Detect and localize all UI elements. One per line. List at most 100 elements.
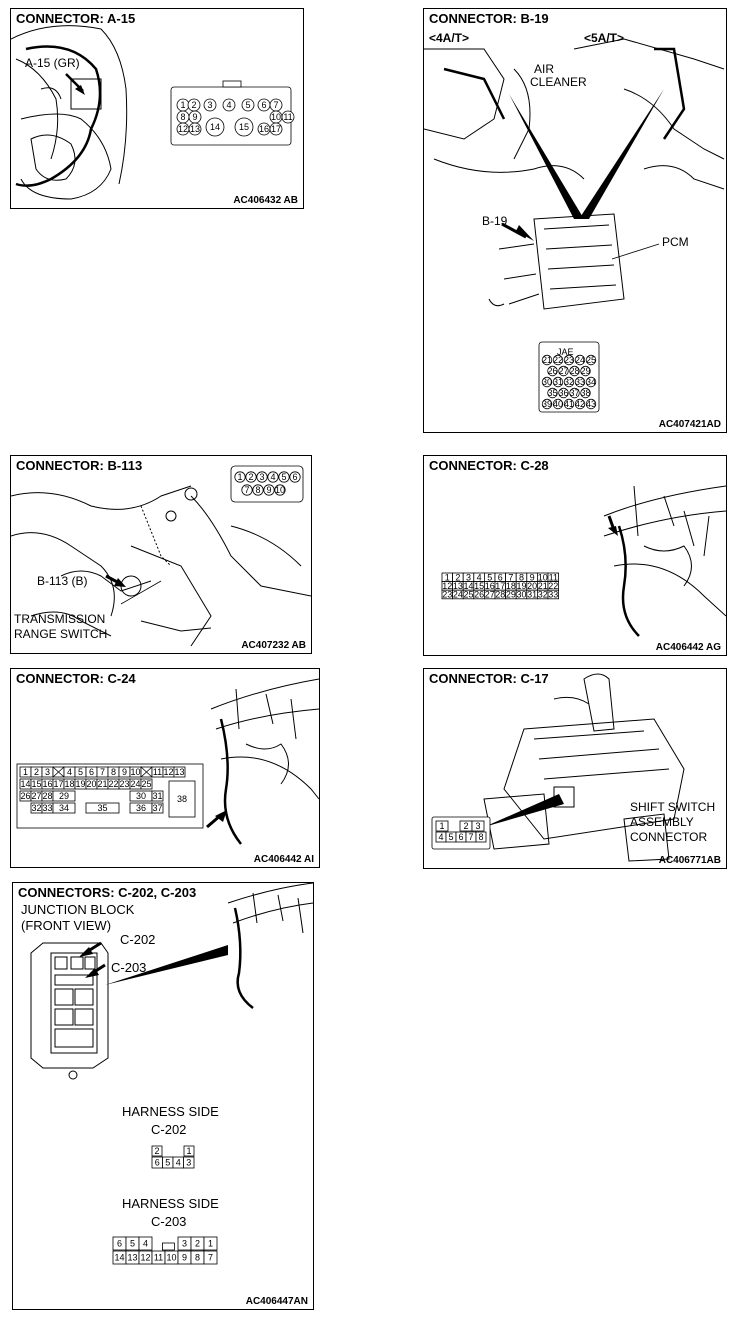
svg-text:14: 14: [463, 581, 473, 591]
svg-text:27: 27: [485, 590, 495, 600]
c24-pin-22: 22: [107, 778, 120, 790]
c28-pin-33: 33: [547, 590, 560, 600]
c28-pin-31: 31: [526, 590, 538, 600]
c17-pin-3: 3: [471, 820, 485, 832]
c28-pin-23: 23: [441, 590, 454, 600]
svg-text:4: 4: [226, 100, 231, 110]
b19-pin-27: 27: [558, 365, 569, 377]
svg-text:32: 32: [538, 590, 548, 600]
a15-pin-16: 16: [257, 122, 271, 136]
c24-pin-38: 38: [168, 780, 196, 818]
b19-pin-40: 40: [552, 398, 564, 410]
c202-subtitle2: (FRONT VIEW): [21, 918, 112, 933]
c28-pin-32: 32: [537, 590, 549, 600]
svg-text:12: 12: [140, 1253, 150, 1263]
c24-pin-6: 6: [85, 766, 98, 778]
c17-pin-8: 8: [475, 831, 487, 843]
c24-pin-12: 12: [162, 766, 175, 778]
svg-text:6: 6: [498, 572, 503, 582]
c24-pin-14: 14: [19, 778, 32, 790]
c24-pin-33: 33: [41, 802, 54, 814]
svg-text:5: 5: [281, 472, 286, 482]
svg-text:3: 3: [259, 472, 264, 482]
svg-text:39: 39: [542, 399, 552, 409]
svg-text:6: 6: [458, 832, 463, 842]
svg-text:2: 2: [154, 1146, 159, 1156]
c202-pin-3: 3: [183, 1156, 195, 1169]
c202-pin-4: 4: [172, 1156, 184, 1169]
svg-text:11: 11: [154, 1253, 163, 1263]
a15-pin-10: 10: [269, 110, 283, 124]
c24-pin-5: 5: [74, 766, 87, 778]
a15-pin-11: 11: [281, 110, 295, 124]
svg-text:11: 11: [283, 112, 292, 122]
a15-pin-6: 6: [257, 98, 271, 112]
svg-text:22: 22: [108, 779, 118, 789]
svg-text:9: 9: [192, 112, 197, 122]
svg-text:13: 13: [174, 767, 184, 777]
svg-text:33: 33: [42, 803, 52, 813]
c17-pin-4: 4: [435, 831, 447, 843]
svg-text:8: 8: [180, 112, 185, 122]
svg-text:21: 21: [542, 355, 552, 365]
svg-text:5: 5: [78, 767, 83, 777]
svg-text:1: 1: [23, 767, 28, 777]
svg-text:7: 7: [244, 485, 249, 495]
svg-text:28: 28: [495, 590, 505, 600]
b19-pin-23: 23: [563, 354, 575, 366]
svg-text:3: 3: [45, 767, 50, 777]
svg-text:21: 21: [538, 581, 548, 591]
svg-text:2: 2: [195, 1239, 200, 1249]
svg-text:41: 41: [564, 399, 574, 409]
svg-text:14: 14: [210, 122, 220, 132]
svg-text:30: 30: [136, 791, 146, 801]
svg-text:34: 34: [59, 803, 69, 813]
svg-text:16: 16: [485, 581, 495, 591]
svg-text:9: 9: [122, 767, 127, 777]
c24-pin-8: 8: [107, 766, 120, 778]
b113-label-line2: RANGE SWITCH: [14, 627, 108, 641]
b19-pin-38: 38: [580, 387, 591, 399]
svg-text:35: 35: [547, 388, 557, 398]
c203-harness-name-2: C-203: [151, 1214, 187, 1229]
svg-text:13: 13: [190, 124, 200, 134]
svg-text:9: 9: [182, 1253, 187, 1263]
c203-pin-5: 5: [125, 1236, 140, 1251]
b113-pin-4: 4: [267, 471, 279, 483]
b19-pin-24: 24: [574, 354, 586, 366]
b19-pin-22: 22: [552, 354, 564, 366]
b19-variant-5at: <5A/T>: [584, 31, 625, 45]
c202-pin-1: 1: [183, 1145, 195, 1157]
c24-pin-34: 34: [52, 802, 76, 814]
b19-label-cleaner: CLEANER: [530, 75, 587, 89]
b19-connector-mark: JAE: [557, 347, 574, 357]
b113-pin-3: 3: [256, 471, 268, 483]
svg-text:37: 37: [569, 388, 579, 398]
svg-text:6: 6: [292, 472, 297, 482]
c24-pin-16: 16: [41, 778, 54, 790]
b113-pin-6: 6: [289, 471, 301, 483]
c202-callout-c202: C-202: [120, 932, 156, 947]
svg-text:11: 11: [549, 572, 558, 582]
svg-text:4: 4: [270, 472, 275, 482]
c203-pin-4: 4: [138, 1236, 153, 1251]
svg-text:9: 9: [530, 572, 535, 582]
svg-text:5: 5: [448, 832, 453, 842]
svg-text:25: 25: [586, 355, 596, 365]
svg-text:3: 3: [182, 1239, 187, 1249]
svg-text:22: 22: [548, 581, 558, 591]
c17-pin-2: 2: [459, 820, 473, 832]
c17-pin-5: 5: [445, 831, 457, 843]
c203-pin-11: 11: [151, 1250, 166, 1265]
svg-text:38: 38: [580, 388, 590, 398]
c203-pin-2: 2: [190, 1236, 205, 1251]
svg-text:3: 3: [207, 100, 212, 110]
c24-title: CONNECTOR: C-24: [16, 671, 136, 686]
